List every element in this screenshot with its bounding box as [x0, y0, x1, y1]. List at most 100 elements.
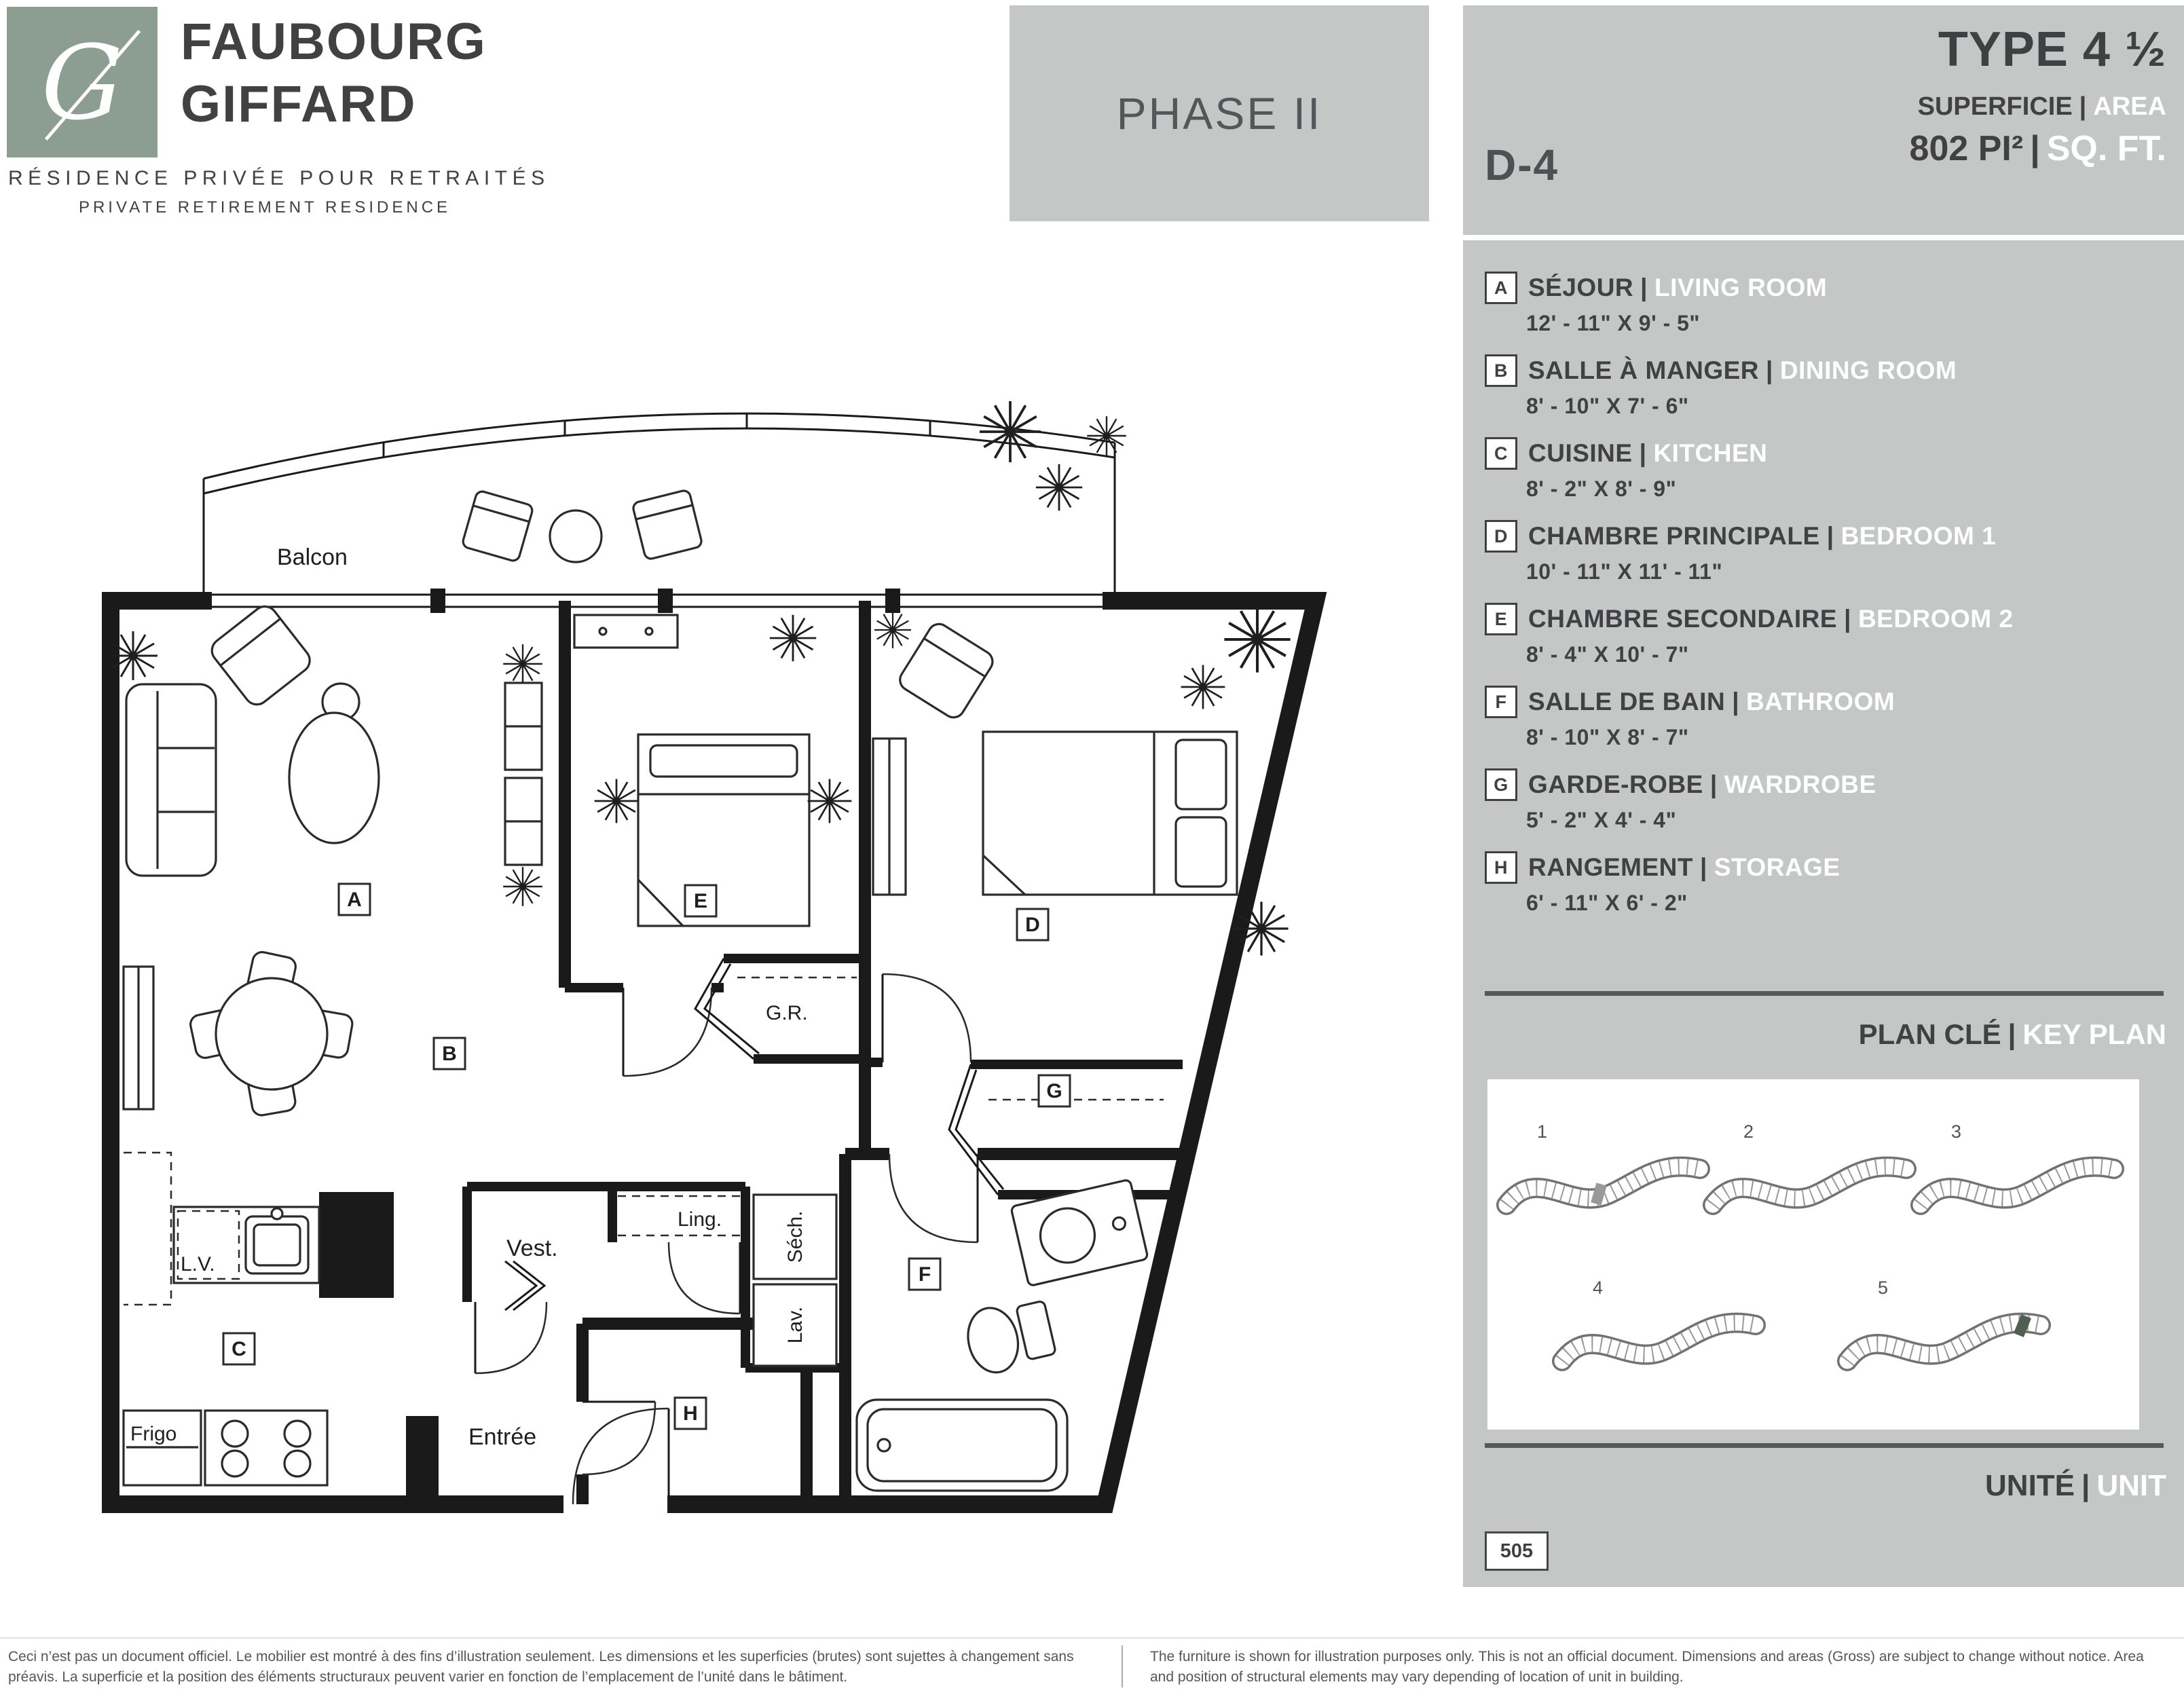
- balcony-chair: [632, 489, 703, 560]
- area-value: 802 PI²|SQ. FT.: [1909, 129, 2166, 168]
- svg-text:C: C: [232, 1338, 246, 1360]
- doors: [474, 958, 1005, 1505]
- kitchen-island: [319, 1192, 394, 1298]
- legend-letter: G: [1485, 768, 1517, 801]
- keyplan-title: PLAN CLÉ|KEY PLAN: [1858, 1018, 2166, 1050]
- svg-text:F: F: [919, 1263, 931, 1286]
- legend-dimensions: 6' - 11" X 6' - 2": [1526, 891, 1688, 915]
- room-marker-e: E: [684, 884, 718, 918]
- footer-divider: [1122, 1645, 1123, 1688]
- keyplan-building-4: [1562, 1323, 1756, 1361]
- building-number: 2: [1743, 1121, 1754, 1142]
- plant-icon: [1086, 415, 1128, 456]
- dining-set: [189, 951, 354, 1117]
- armchair: [210, 605, 311, 706]
- kitchen-counter: [172, 1206, 320, 1284]
- balcony-chair: [462, 490, 534, 562]
- svg-text:G: G: [1046, 1080, 1062, 1102]
- svg-text:A: A: [347, 889, 362, 911]
- legend-letter: B: [1485, 354, 1517, 387]
- logo-background: [7, 7, 158, 157]
- washer-dryer: [752, 1193, 838, 1367]
- brand-tagline-fr: RÉSIDENCE PRIVÉE POUR RETRAITÉS: [8, 167, 550, 189]
- brand-name: FAUBOURG GIFFARD: [181, 11, 487, 136]
- footer: Ceci n’est pas un document officiel. Le …: [0, 1637, 2184, 1695]
- brand-logo: G: [7, 7, 158, 157]
- bed-2: [637, 733, 811, 927]
- disclaimer-en: The furniture is shown for illustration …: [1150, 1649, 2144, 1685]
- legend-letter: A: [1485, 272, 1517, 304]
- legend-dimensions: 5' - 2" X 4' - 4": [1526, 808, 1677, 832]
- vestibule-closet: [504, 1260, 547, 1311]
- dishwasher-label: L.V.: [181, 1253, 215, 1275]
- legend-letter: C: [1485, 437, 1517, 470]
- building-number: 5: [1878, 1278, 1888, 1298]
- garde-robe-label: G.R.: [766, 1002, 808, 1024]
- legend-dimensions: 12' - 11" X 9' - 5": [1526, 311, 1701, 335]
- logo-letter: G: [41, 23, 124, 143]
- room-marker-g: G: [1037, 1074, 1071, 1108]
- fridge-label: Frigo: [130, 1423, 177, 1445]
- vestibule-label: Vest.: [506, 1235, 558, 1261]
- balcony: [202, 400, 1128, 592]
- window-band: [212, 589, 1103, 613]
- legend-dimensions: 8' - 10" X 8' - 7": [1526, 725, 1689, 749]
- plant-icon: [1035, 463, 1084, 512]
- entry-label: Entrée: [468, 1424, 536, 1450]
- keyplan-building-2: [1713, 1167, 1906, 1205]
- unit-number-badge: 505: [1485, 1531, 1549, 1571]
- building-number: 3: [1951, 1121, 1961, 1142]
- room-marker-h: H: [673, 1396, 707, 1430]
- keyplan-building-5: [1847, 1314, 2041, 1361]
- section-rule: [1485, 1443, 2164, 1448]
- washer-label: Lav.: [784, 1307, 807, 1343]
- panel-divider: [1463, 235, 2184, 240]
- area-label: SUPERFICIE|AREA: [1917, 92, 2166, 121]
- section-rule: [1485, 991, 2164, 996]
- building-number: 1: [1537, 1121, 1547, 1142]
- sofa: [125, 683, 217, 877]
- legend-letter: E: [1485, 603, 1517, 635]
- svg-text:B: B: [442, 1043, 457, 1065]
- fridge: [122, 1409, 202, 1487]
- legend-dimensions: 8' - 10" X 7' - 6": [1526, 394, 1689, 418]
- room-marker-c: C: [222, 1332, 256, 1366]
- linen-shelves: [618, 1195, 741, 1237]
- keyplan-building-3: [1921, 1167, 2114, 1205]
- wall-stub: [406, 1416, 439, 1504]
- dresser-d: [872, 737, 907, 896]
- info-panel: D-4 TYPE 4 ½ SUPERFICIE|AREA 802 PI²|SQ.…: [1463, 5, 2184, 1587]
- toilet: [967, 1300, 1056, 1374]
- brand-name-line2: GIFFARD: [181, 75, 417, 133]
- building-number: 4: [1593, 1278, 1603, 1298]
- keyplan-box: 1 2 3 4 5: [1487, 1079, 2139, 1430]
- svg-text:H: H: [683, 1402, 698, 1425]
- disclaimer-fr: Ceci n’est pas un document officiel. Le …: [8, 1649, 1074, 1685]
- vanity: [1010, 1179, 1149, 1286]
- linen-label: Ling.: [678, 1208, 722, 1231]
- room-marker-d: D: [1016, 908, 1050, 942]
- plant-icon: [978, 400, 1042, 464]
- legend-letter: F: [1485, 686, 1517, 718]
- brand-tagline-en: PRIVATE RETIREMENT RESIDENCE: [78, 198, 451, 217]
- legend-letter: D: [1485, 520, 1517, 553]
- legend-dimensions: 10' - 11" X 11' - 11": [1526, 559, 1723, 584]
- pantry: [124, 1151, 172, 1306]
- legend-dimensions: 8' - 2" X 8' - 9": [1526, 477, 1677, 501]
- type-title: TYPE 4 ½: [1938, 22, 2166, 77]
- sideboard: [122, 965, 155, 1111]
- balcony-label: Balcon: [277, 544, 348, 570]
- svg-text:D: D: [1025, 914, 1040, 936]
- type-block: TYPE 4 ½ SUPERFICIE|AREA 802 PI²|SQ. FT.: [1910, 22, 2166, 169]
- bathtub: [855, 1398, 1069, 1492]
- highlighted-unit: [1591, 1182, 1607, 1206]
- legend-letter: H: [1485, 851, 1517, 884]
- svg-text:E: E: [694, 890, 707, 912]
